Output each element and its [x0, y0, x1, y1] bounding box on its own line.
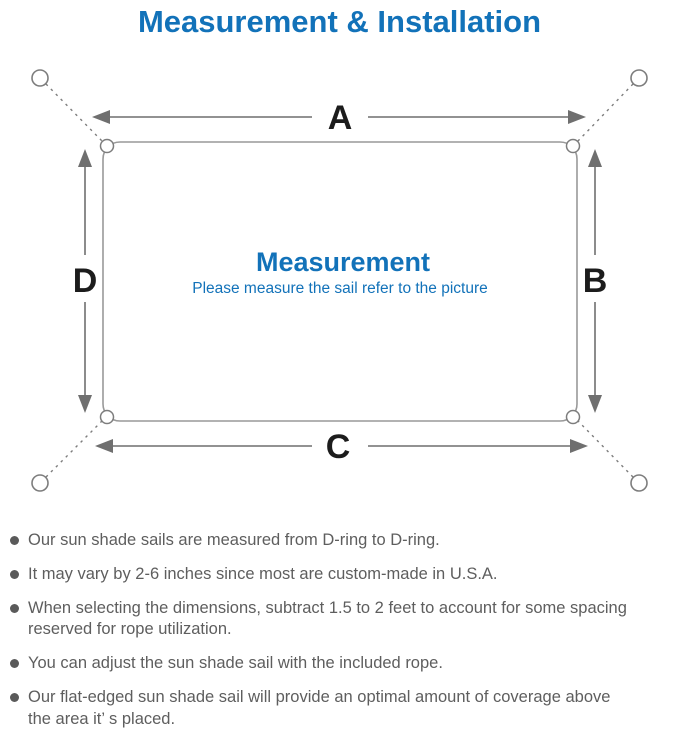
dimension-label-d: D — [73, 262, 98, 300]
sail-outline — [102, 141, 578, 422]
page-title: Measurement & Installation — [137, 4, 542, 39]
diagram-center-subtitle: Please measure the sail refer to the pic… — [192, 280, 488, 297]
note-text: Our sun shade sails are measured from D-… — [28, 530, 440, 552]
note-line: the area it’ s placed. — [28, 709, 176, 728]
sail-measurement-diagram: A C D — [0, 50, 679, 520]
note-text: You can adjust the sun shade sail with t… — [28, 653, 443, 675]
note-line: You can adjust the sun shade sail with t… — [28, 654, 443, 673]
dimension-label-b: B — [583, 262, 608, 300]
d-ring-bottom-left-icon — [99, 409, 115, 425]
bullet-dot-icon — [10, 569, 19, 579]
dimension-arrow-d: D — [73, 149, 98, 413]
note-line: reserved for rope utilization. — [28, 620, 232, 639]
guy-line-top-left — [45, 83, 103, 142]
diagram-center-title: Measurement — [256, 247, 430, 277]
list-item: It may vary by 2-6 inches since most are… — [10, 564, 675, 586]
note-line: Our flat-edged sun shade sail will provi… — [28, 687, 611, 706]
diagram-canvas: A C D — [31, 69, 648, 492]
installation-notes-list: Our sun shade sails are measured from D-… — [0, 524, 679, 739]
note-line: Our sun shade sails are measured from D-… — [28, 531, 440, 549]
guy-line-bottom-right — [577, 420, 634, 478]
bullet-dot-icon — [10, 536, 19, 545]
anchor-ring-top-right-icon — [630, 69, 648, 87]
d-ring-top-right-icon — [565, 138, 581, 154]
list-item: Our flat-edged sun shade sail will provi… — [10, 687, 675, 731]
guy-line-bottom-left — [45, 420, 103, 478]
note-line: It may vary by 2-6 inches since most are… — [28, 564, 498, 583]
guy-line-top-right — [577, 83, 634, 142]
bullet-dot-icon — [10, 659, 19, 669]
dimension-arrow-b: B — [583, 149, 608, 413]
dimension-label-a: A — [328, 99, 353, 137]
d-ring-top-left-icon — [99, 138, 115, 154]
list-item: When selecting the dimensions, subtract … — [10, 598, 675, 642]
dimension-label-c: C — [326, 428, 351, 466]
anchor-ring-bottom-left-icon — [31, 474, 49, 492]
note-text: Our flat-edged sun shade sail will provi… — [28, 687, 610, 731]
anchor-ring-bottom-right-icon — [630, 474, 648, 492]
list-item: You can adjust the sun shade sail with t… — [10, 653, 675, 675]
dimension-arrow-a: A — [92, 99, 586, 137]
bullet-dot-icon — [10, 692, 19, 702]
anchor-ring-top-left-icon — [31, 69, 49, 87]
dimension-arrow-c: C — [95, 428, 588, 466]
d-ring-bottom-right-icon — [565, 409, 581, 425]
note-text: When selecting the dimensions, subtract … — [28, 598, 627, 642]
note-text: It may vary by 2-6 inches since most are… — [28, 564, 498, 586]
list-item: Our sun shade sails are measured from D-… — [10, 530, 675, 552]
bullet-dot-icon — [10, 603, 19, 613]
note-line: When selecting the dimensions, subtract … — [28, 598, 627, 617]
